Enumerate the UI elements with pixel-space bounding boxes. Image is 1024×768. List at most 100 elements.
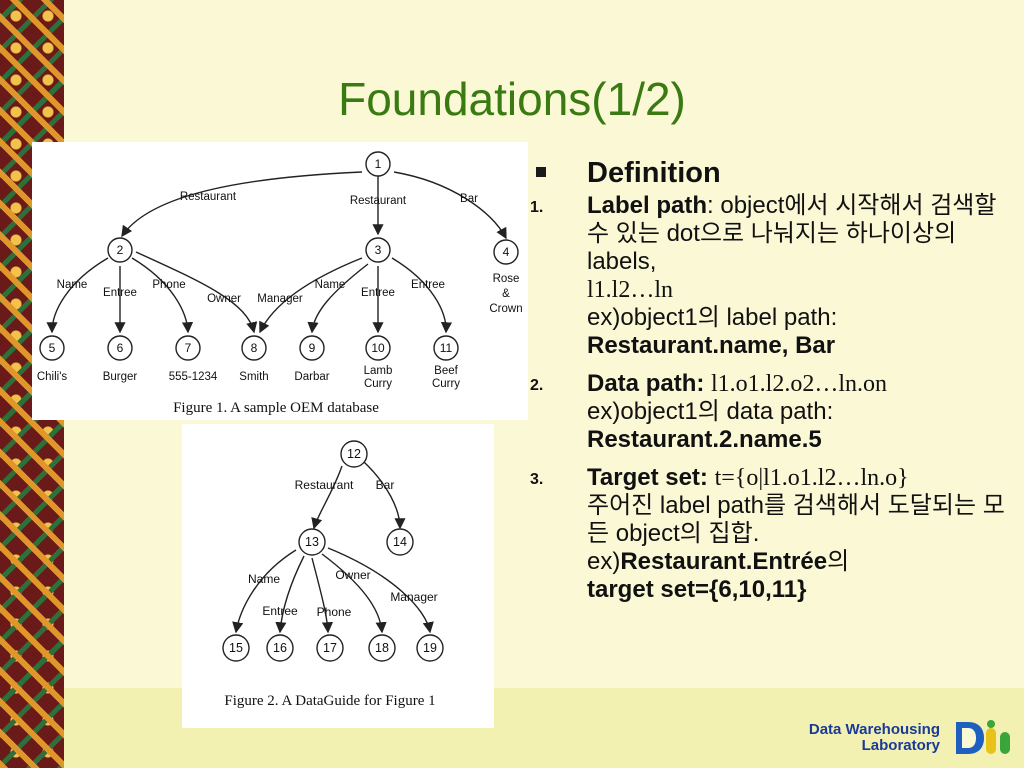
- value-ampersand: &: [502, 288, 510, 300]
- edge-2-7: [131, 257, 194, 334]
- edge-3-11: [391, 257, 453, 334]
- target-set-description: 주어진 label path를 검색해서 도달되는 모든 object의 집합.: [587, 492, 1005, 547]
- node-12: 12: [347, 447, 361, 461]
- node-17: 17: [323, 641, 337, 655]
- target-set-example-value: Restaurant.Entrée: [620, 548, 828, 575]
- edge-13-16: [275, 555, 305, 634]
- edge-13-17: [311, 557, 334, 634]
- edge-label-phone: Phone: [317, 605, 352, 619]
- edge-label-manager: Manager: [390, 590, 437, 604]
- edge-1-4: [393, 171, 507, 240]
- node-10: 10: [371, 341, 385, 355]
- node-14: 14: [393, 535, 407, 549]
- edge-12-13: [311, 465, 343, 530]
- edge-label-restaurant: Restaurant: [180, 191, 237, 203]
- node-19: 19: [423, 641, 437, 655]
- value-lamb: Lamb: [364, 365, 393, 377]
- data-path-formula: l1.o1.l2.o2…ln.on: [711, 371, 888, 397]
- label-path-example-prefix: ex)object1의 label path:: [587, 304, 838, 331]
- edge-label-entree: Entree: [262, 604, 298, 618]
- edge-label-owner: Owner: [335, 568, 370, 582]
- item-number: 1.: [530, 199, 544, 216]
- footer-line-2: Laboratory: [861, 737, 940, 754]
- node-15: 15: [229, 641, 243, 655]
- edge-label-restaurant: Restaurant: [350, 195, 407, 207]
- definition-item-label-path: 1. Label path: object에서 시작해서 검색할 수 있는 do…: [530, 192, 1018, 360]
- node-3: 3: [375, 243, 382, 257]
- square-bullet-icon: [536, 167, 546, 177]
- edge-label-entree: Entree: [361, 287, 395, 299]
- edge-3-9: [307, 263, 369, 334]
- target-set-result: target set={6,10,11}: [587, 576, 807, 603]
- edge-label-name: Name: [57, 279, 88, 291]
- bottom-band: [0, 688, 1024, 768]
- definition-item-data-path: 2. Data path: l1.o1.l2.o2…ln.on ex)objec…: [530, 370, 1018, 454]
- footer-lab-name: Data Warehousing Laboratory: [809, 722, 940, 754]
- value-beef: Beef: [434, 365, 458, 377]
- node-6: 6: [117, 341, 124, 355]
- value-darbar: Darbar: [294, 371, 329, 383]
- node-2: 2: [117, 243, 124, 257]
- value-phone-number: 555-1234: [169, 371, 218, 383]
- term-label-path: Label path: [587, 192, 708, 219]
- edge-13-15: [232, 549, 297, 634]
- edge-2-8: [135, 251, 258, 334]
- item-number: 3.: [530, 471, 544, 488]
- edge-label-manager: Manager: [257, 293, 303, 305]
- edge-3-8: [259, 257, 363, 334]
- edge-label-name: Name: [248, 572, 280, 586]
- definition-heading-row: Definition: [530, 154, 1018, 192]
- figure-2-dataguide: 12 13 14 15 16 17 18 19 Restaurant Bar N…: [182, 424, 494, 728]
- target-set-example-suffix: 의: [827, 548, 850, 575]
- edge-label-entree: Entree: [411, 279, 445, 291]
- term-data-path: Data path:: [587, 370, 705, 397]
- edge-label-name: Name: [315, 279, 346, 291]
- node-4: 4: [503, 245, 510, 259]
- target-set-example-prefix: ex): [587, 548, 621, 575]
- target-set-formula: t={o|l1.o1.l2…ln.o}: [714, 465, 909, 491]
- figure-2-caption: Figure 2. A DataGuide for Figure 1: [224, 693, 435, 709]
- node-7: 7: [185, 341, 192, 355]
- node-13: 13: [305, 535, 319, 549]
- dwlab-logo-icon: [956, 720, 1010, 754]
- value-curry: Curry: [364, 378, 392, 390]
- node-18: 18: [375, 641, 389, 655]
- figure-1-caption: Figure 1. A sample OEM database: [173, 400, 379, 416]
- node-16: 16: [273, 641, 287, 655]
- edge-label-bar: Bar: [376, 478, 395, 492]
- data-path-example-value: Restaurant.2.name.5: [587, 426, 822, 453]
- definition-section: Definition 1. Label path: object에서 시작해서 …: [530, 154, 1018, 614]
- slide-title: Foundations(1/2): [338, 73, 686, 125]
- value-crown: Crown: [489, 303, 522, 315]
- edge-label-bar: Bar: [460, 193, 478, 205]
- edge-12-14: [363, 461, 406, 530]
- edge-label-restaurant: Restaurant: [295, 478, 354, 492]
- edge-label-phone: Phone: [152, 279, 185, 291]
- figure-1-oem-database: 1 2 3 4 5 6 7 8 9 10 11 Restaurant Resta…: [32, 142, 528, 420]
- label-path-formula: l1.l2…ln: [587, 277, 674, 303]
- value-burger: Burger: [103, 371, 138, 383]
- value-rose: Rose: [493, 273, 520, 285]
- footer-line-1: Data Warehousing: [808, 721, 940, 738]
- label-path-description: : object에서 시작해서 검색할 수 있는 dot으로 나눠지는 하나이상…: [587, 192, 997, 275]
- node-8: 8: [251, 341, 258, 355]
- edge-label-owner: Owner: [207, 293, 241, 305]
- value-curry: Curry: [432, 378, 460, 390]
- definition-item-target-set: 3. Target set: t={o|l1.o1.l2…ln.o} 주어진 l…: [530, 464, 1018, 604]
- term-target-set: Target set:: [587, 464, 708, 491]
- edge-2-5: [46, 257, 109, 334]
- node-1: 1: [375, 157, 382, 171]
- edge-label-entree: Entree: [103, 287, 137, 299]
- value-chilis: Chili's: [37, 371, 68, 383]
- data-path-example-prefix: ex)object1의 data path:: [587, 398, 834, 425]
- value-smith: Smith: [239, 371, 268, 383]
- edge-13-19: [327, 547, 434, 634]
- edge-13-18: [321, 553, 387, 634]
- definition-heading: Definition: [587, 157, 721, 189]
- label-path-example-value: Restaurant.name, Bar: [587, 332, 836, 359]
- node-9: 9: [309, 341, 316, 355]
- item-number: 2.: [530, 377, 544, 394]
- edge-1-2: [121, 171, 363, 238]
- node-5: 5: [49, 341, 56, 355]
- node-11: 11: [440, 341, 453, 355]
